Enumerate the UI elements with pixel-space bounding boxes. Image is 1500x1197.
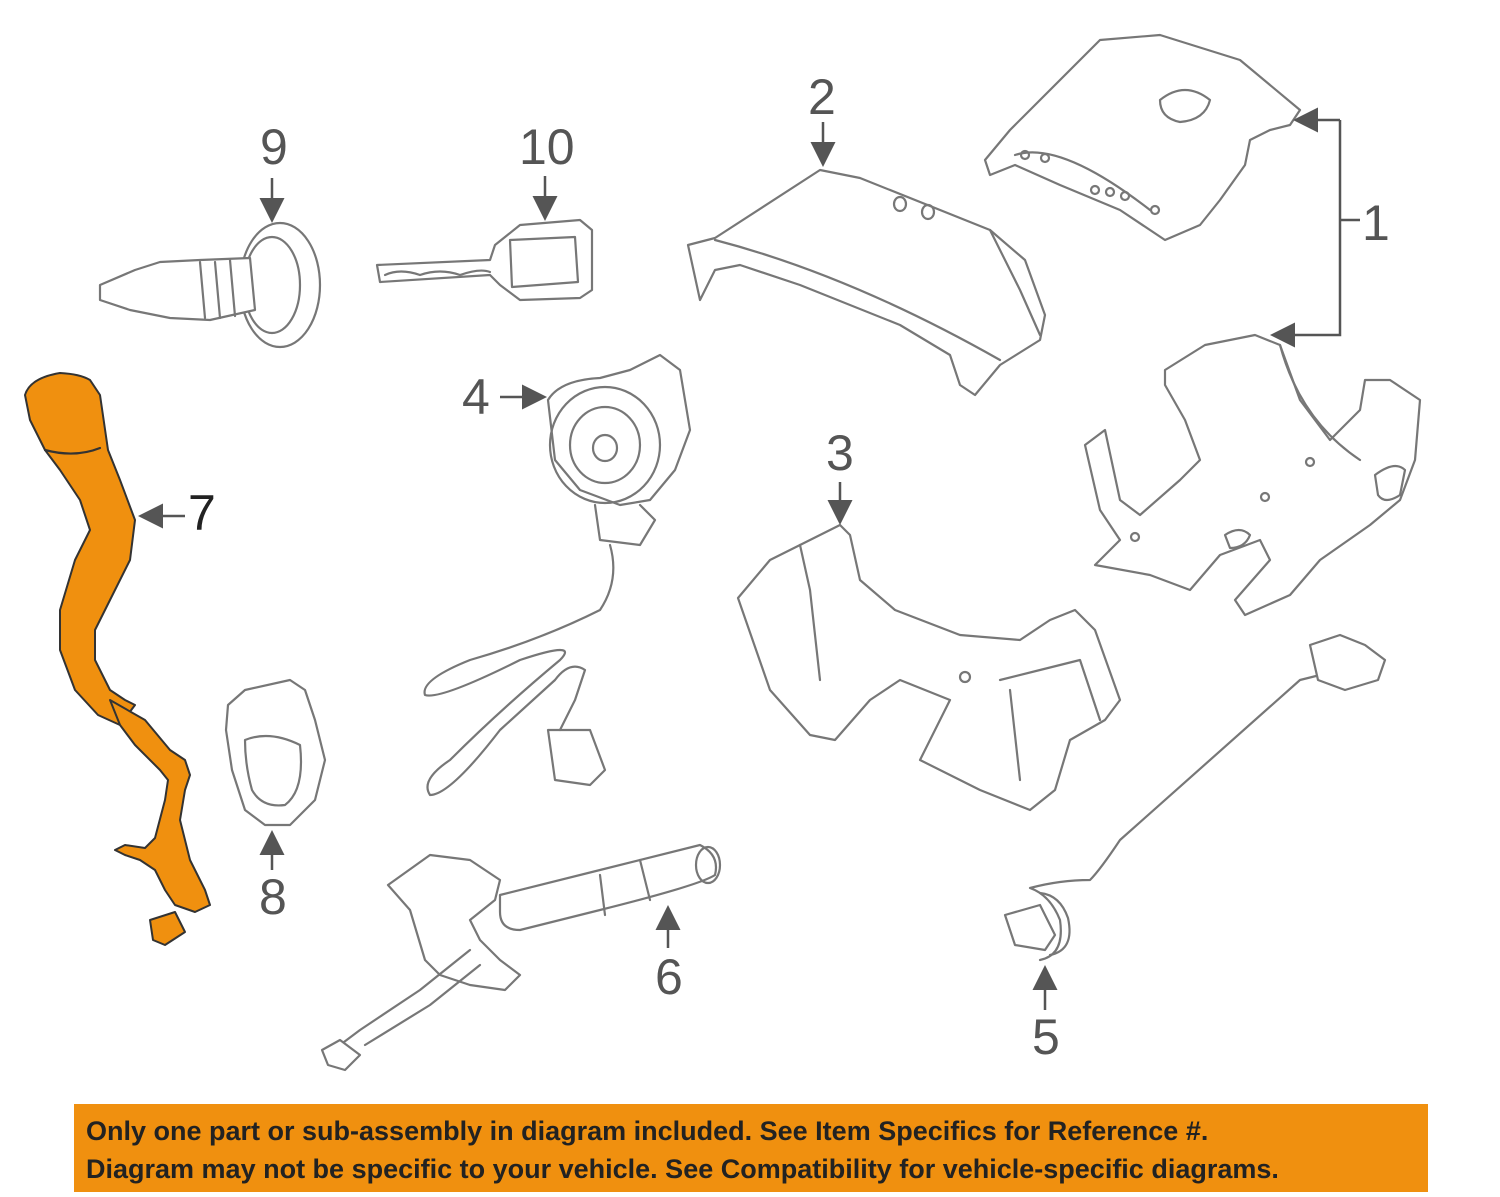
parts-diagram — [24, 33, 1422, 1072]
disclaimer-line-1: Only one part or sub-assembly in diagram… — [86, 1116, 1209, 1146]
part-2-trim-cover — [686, 168, 1047, 397]
part-1-upper-shroud — [983, 33, 1302, 242]
callout-7: 7 — [188, 485, 216, 541]
part-7-lever-highlighted — [24, 372, 211, 946]
disclaimer-banner: Only one part or sub-assembly in diagram… — [74, 1104, 1428, 1192]
part-1-lower-shroud — [1083, 333, 1422, 617]
disclaimer-line-2: Diagram may not be specific to your vehi… — [86, 1154, 1279, 1184]
callout-4: 4 — [462, 369, 490, 425]
part-9-lock-cylinder — [98, 221, 322, 349]
part-5-sensor-harness — [1003, 633, 1387, 962]
callout-8: 8 — [259, 869, 287, 925]
callout-1: 1 — [1362, 195, 1390, 251]
leader-lines — [138, 107, 1360, 1010]
callout-3: 3 — [826, 425, 854, 481]
part-10-key — [375, 218, 594, 302]
callout-2: 2 — [808, 69, 836, 125]
part-4-clock-spring — [423, 353, 692, 797]
callout-9: 9 — [260, 119, 288, 175]
part-3-lower-cover — [736, 523, 1122, 812]
part-6-combination-switch — [320, 843, 722, 1072]
callout-5: 5 — [1032, 1009, 1060, 1065]
part-8-switch-trim — [224, 678, 327, 827]
callout-10: 10 — [519, 119, 575, 175]
callout-6: 6 — [655, 949, 683, 1005]
